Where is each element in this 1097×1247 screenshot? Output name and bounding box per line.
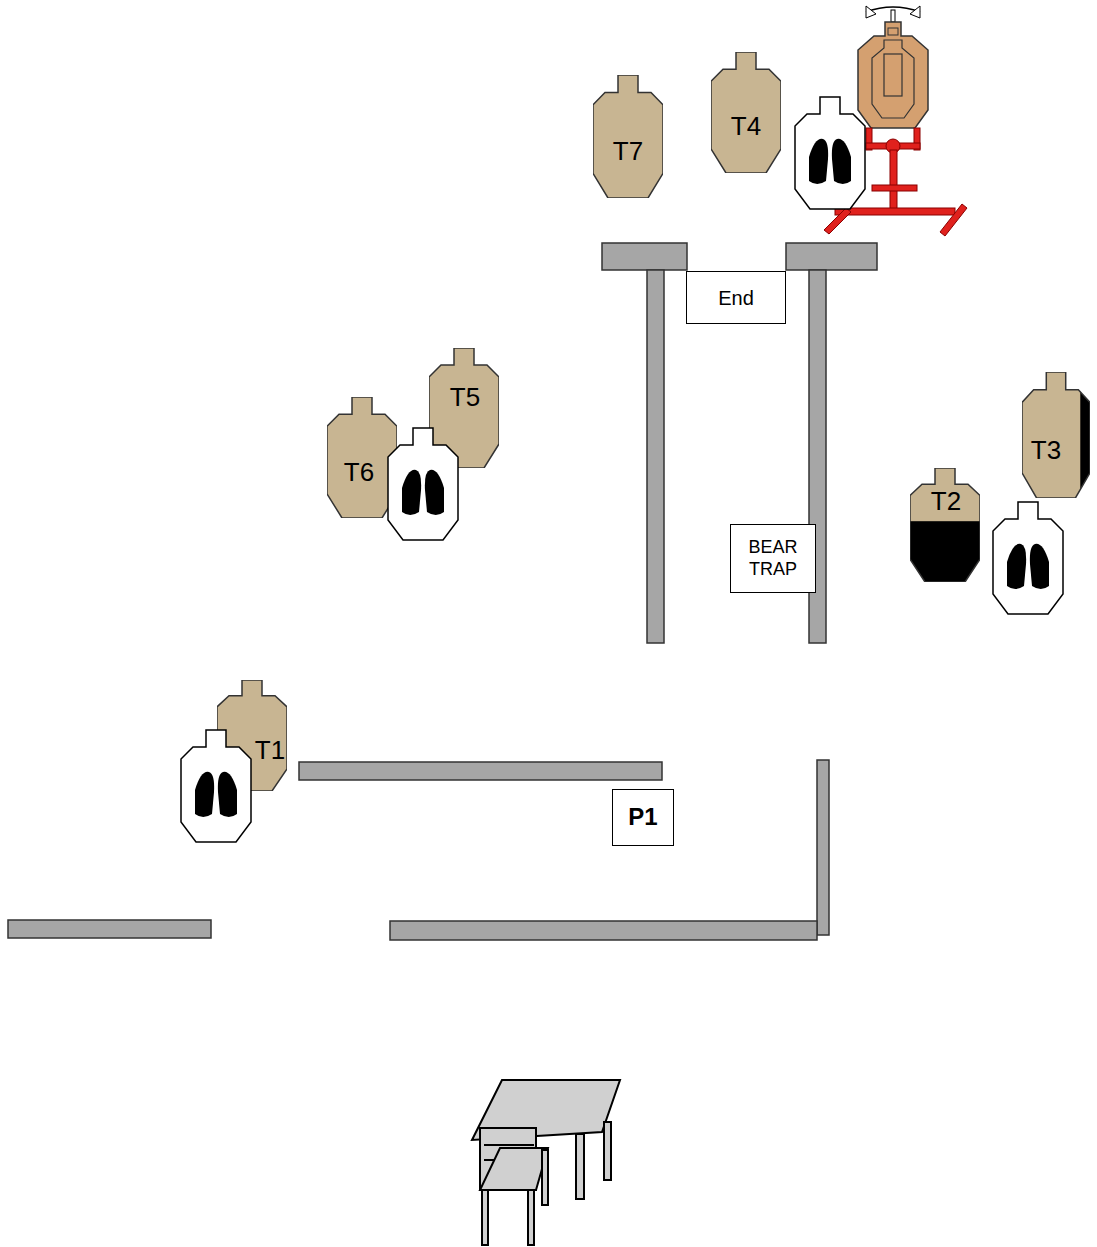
target-number: T7	[613, 138, 643, 164]
target-number: T6	[344, 459, 374, 485]
target-silhouette: T7	[593, 75, 663, 198]
walls	[8, 243, 877, 940]
target-number: T4	[731, 113, 761, 139]
target-number: T5	[450, 384, 480, 410]
no-shoot-target	[181, 730, 251, 842]
label-box: End	[686, 271, 786, 324]
target-outline	[1022, 372, 1090, 498]
target-number: T2	[931, 488, 961, 514]
table-and-chair	[472, 1080, 620, 1245]
target-silhouette: T3	[1022, 372, 1090, 498]
label-box: BEAR TRAP	[730, 524, 816, 593]
target-silhouette: T2	[910, 468, 980, 582]
box-text: End	[718, 286, 754, 310]
target-outline	[593, 75, 663, 198]
target-silhouette: T6	[327, 397, 397, 518]
no-shoot-target	[795, 97, 865, 209]
target-outline	[327, 397, 397, 518]
box-text: P1	[628, 803, 657, 832]
target-outline	[910, 468, 980, 582]
no-shoot-target	[388, 428, 458, 540]
target-number: T3	[1031, 437, 1061, 463]
target-silhouette: T4	[711, 52, 781, 173]
target-silhouette: T1	[217, 680, 287, 791]
target-silhouette: T5	[429, 348, 499, 468]
target-outline	[217, 680, 287, 791]
label-box: P1	[612, 789, 674, 846]
target-number: T1	[255, 737, 285, 763]
no-shoot-target	[993, 502, 1063, 614]
swinger-target	[824, 6, 967, 236]
box-text: BEAR TRAP	[737, 537, 809, 580]
